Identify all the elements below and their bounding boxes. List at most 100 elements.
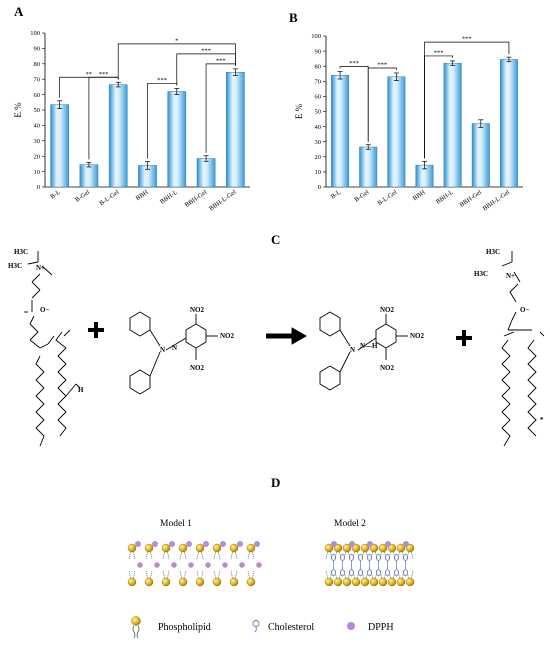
phospholipid-head-icon bbox=[378, 577, 388, 587]
product-n: N bbox=[350, 346, 355, 354]
lipid-tail bbox=[406, 551, 414, 560]
dpph-molecule-icon bbox=[349, 541, 355, 547]
bar bbox=[499, 59, 518, 188]
y-tick-label: 20 bbox=[34, 153, 41, 160]
phospholipid-head-icon bbox=[369, 577, 379, 587]
phospholipid-head-icon bbox=[161, 577, 171, 587]
dpph-h-structure bbox=[319, 311, 408, 391]
plus-sign-1 bbox=[88, 322, 104, 338]
lipid-tail bbox=[213, 570, 221, 579]
lipid-tail bbox=[145, 570, 153, 579]
dpph-molecule-icon bbox=[203, 541, 209, 547]
phospholipid-head-icon bbox=[396, 577, 406, 587]
dpph-molecule-icon bbox=[254, 541, 260, 547]
x-category-label: BBH-L bbox=[159, 189, 179, 206]
x-category-label: BBH-L-Gel bbox=[208, 189, 238, 213]
dpph-molecule-icon bbox=[171, 562, 177, 568]
y-tick-label: 70 bbox=[34, 76, 41, 83]
cholesterol-icon bbox=[252, 619, 260, 633]
y-tick-label: 90 bbox=[34, 46, 41, 53]
phospholipid-head-icon bbox=[229, 577, 239, 587]
cholesterol-icon bbox=[340, 565, 345, 577]
y-tick-label: 0 bbox=[318, 184, 321, 191]
y-tick-label: 40 bbox=[34, 123, 41, 130]
significance-bracket bbox=[424, 41, 510, 159]
legend: Phospholipid Cholesterol DPPH bbox=[131, 616, 394, 639]
significance-label: *** bbox=[434, 49, 444, 56]
y-tick-label: 0 bbox=[37, 184, 40, 191]
lipid-tail bbox=[379, 551, 387, 560]
significance-label: *** bbox=[99, 71, 109, 78]
bar bbox=[387, 76, 406, 188]
phospholipid-head-icon bbox=[324, 543, 334, 553]
lipid-tail bbox=[352, 570, 360, 579]
x-category-label: BBH-L-Gel bbox=[482, 189, 512, 213]
y-tick-label: 50 bbox=[315, 109, 322, 116]
cholesterol-icon bbox=[331, 553, 336, 565]
phospholipid-head-icon bbox=[195, 543, 205, 553]
y-tick-label: 100 bbox=[30, 30, 40, 37]
lipid-tail bbox=[325, 551, 333, 560]
dpph-molecule-icon bbox=[256, 562, 262, 568]
bar bbox=[50, 104, 69, 188]
phospholipid-head-icon bbox=[387, 577, 397, 587]
cholesterol-icon bbox=[403, 553, 408, 565]
phospholipid-head-icon bbox=[144, 543, 154, 553]
cholesterol-icon bbox=[376, 553, 381, 565]
phospholipid-head-icon bbox=[229, 543, 239, 553]
cholesterol-icon bbox=[358, 565, 363, 577]
lipid-tail bbox=[230, 551, 238, 560]
model-2-label: Model 2 bbox=[334, 519, 366, 529]
product-no2-top: NO2 bbox=[380, 306, 395, 314]
lipid-tail bbox=[196, 570, 204, 579]
cholesterol-icon bbox=[340, 553, 345, 565]
lipid-tail bbox=[361, 551, 369, 560]
panel-letter-d: D bbox=[271, 475, 280, 490]
dpph-molecule-icon bbox=[220, 541, 226, 547]
cholesterol-icon bbox=[349, 553, 354, 565]
cholesterol-icon bbox=[394, 565, 399, 577]
lipid-tail bbox=[247, 551, 255, 560]
x-category-label: BBH-Gel bbox=[459, 189, 484, 209]
lipid-tail bbox=[128, 551, 136, 560]
y-tick-label: 90 bbox=[315, 48, 322, 55]
cholesterol-icon bbox=[331, 565, 336, 577]
dpph-molecule-icon bbox=[385, 541, 391, 547]
phospholipid-head-icon bbox=[360, 577, 370, 587]
prod2-h3c-mid: H3C bbox=[474, 270, 488, 278]
lipid-tail bbox=[213, 551, 221, 560]
y-axis-label: E % bbox=[294, 103, 304, 119]
lipid-tail bbox=[397, 551, 405, 560]
phospholipid-head-icon bbox=[324, 577, 334, 587]
significance-label: *** bbox=[349, 60, 359, 67]
lipid-tail bbox=[379, 570, 387, 579]
reaction-arrow bbox=[266, 327, 307, 345]
x-category-label: BBH bbox=[135, 189, 150, 203]
y-tick-label: 60 bbox=[315, 94, 322, 101]
legend-dpph: DPPH bbox=[368, 622, 394, 633]
y-tick-label: 100 bbox=[311, 33, 321, 40]
significance-bracket bbox=[367, 67, 397, 142]
significance-label: *** bbox=[377, 61, 387, 68]
phospholipid-head-icon bbox=[127, 543, 137, 553]
chem-h3c-top: H3C bbox=[14, 248, 28, 256]
cholesterol-icon bbox=[394, 553, 399, 565]
phospholipid-head-icon bbox=[195, 577, 205, 587]
phospholipid-head-icon bbox=[178, 577, 188, 587]
x-category-label: B-L bbox=[49, 189, 62, 201]
significance-label: *** bbox=[157, 77, 167, 84]
lipid-tail bbox=[370, 551, 378, 560]
phospholipid-head-icon bbox=[127, 577, 137, 587]
y-tick-label: 80 bbox=[34, 61, 41, 68]
phospholipid-head-icon bbox=[405, 577, 415, 587]
significance-label: ** bbox=[86, 71, 93, 78]
phospholipid-head-icon bbox=[246, 577, 256, 587]
y-tick-label: 50 bbox=[34, 107, 41, 114]
dpph-no2-right: NO2 bbox=[220, 332, 235, 340]
phospholipid-head-icon bbox=[378, 543, 388, 553]
plus-sign-2 bbox=[456, 330, 472, 346]
y-tick-label: 80 bbox=[315, 63, 322, 70]
dpph-molecule-icon bbox=[222, 562, 228, 568]
x-category-label: B-L-Gel bbox=[376, 189, 398, 207]
dpph-no2-top: NO2 bbox=[190, 306, 205, 314]
